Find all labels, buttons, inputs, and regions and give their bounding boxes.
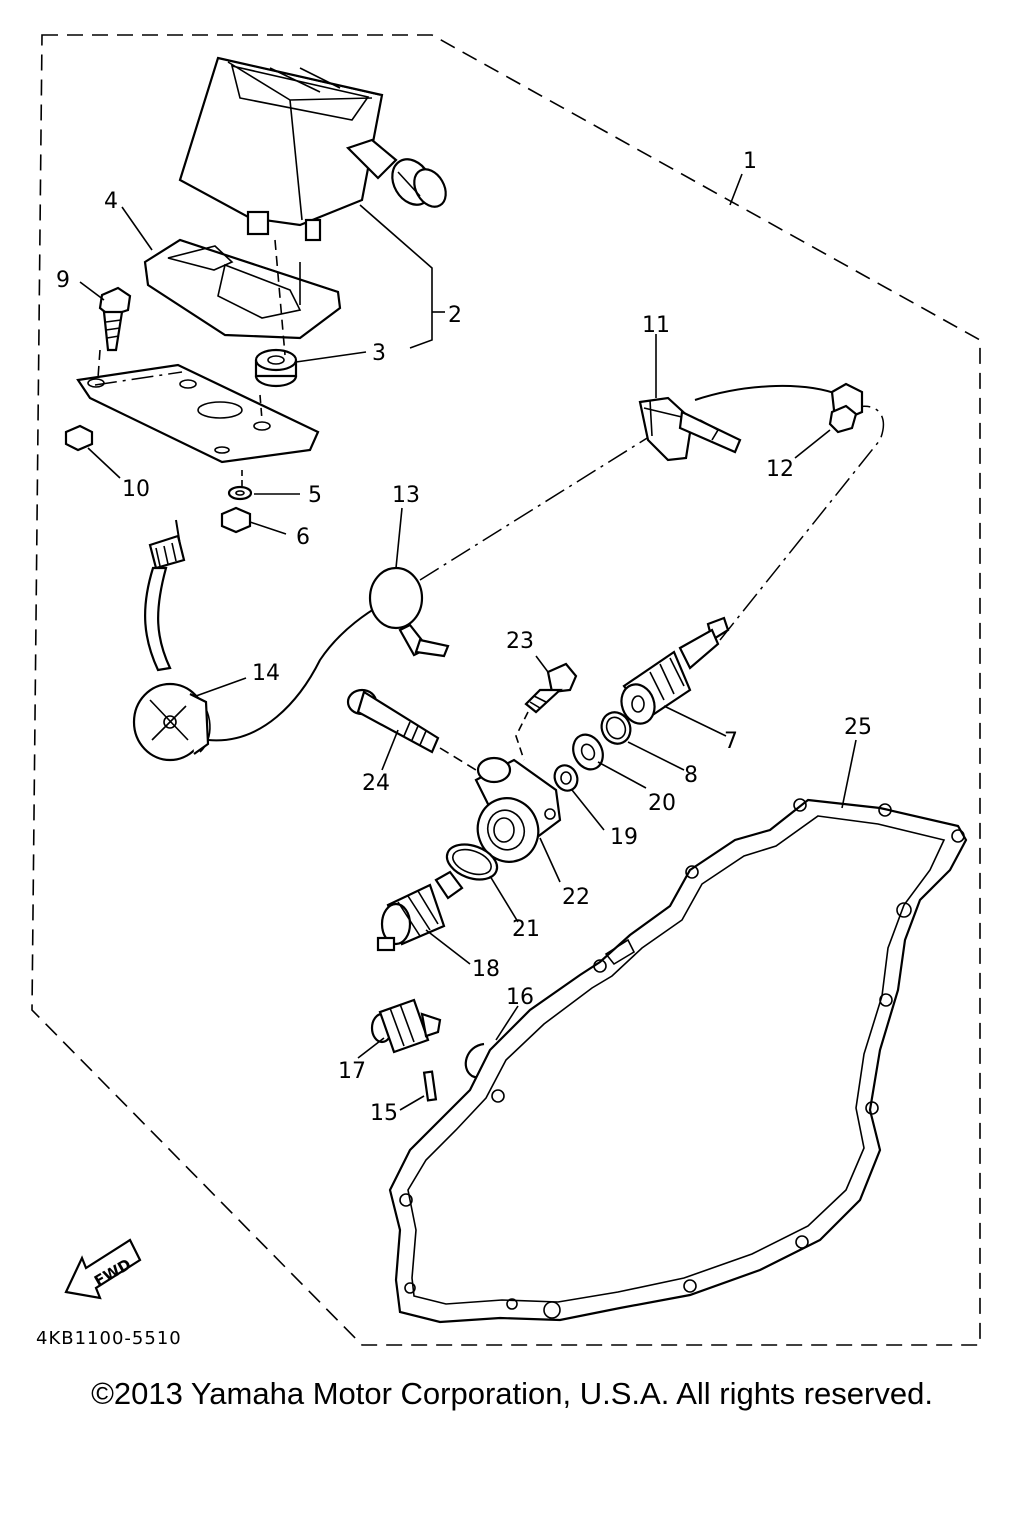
bolt-23 [515, 662, 578, 761]
label-part-1: 1 [743, 149, 757, 174]
nut-10 [64, 424, 94, 452]
diagram-code: 4KB1100-5510 [36, 1328, 182, 1349]
label-part-13: 13 [392, 483, 420, 508]
damper [254, 348, 298, 388]
label-part-24: 24 [362, 771, 390, 796]
label-part-6: 6 [296, 525, 310, 550]
drive-shaft-7 [620, 616, 730, 725]
leader-lines [79, 173, 857, 1111]
driven-gear-18 [376, 870, 464, 952]
label-part-3: 3 [372, 341, 386, 366]
meter-assembly [178, 56, 447, 242]
label-part-17: 17 [338, 1059, 366, 1084]
label-part-21: 21 [512, 917, 540, 942]
nut-6 [220, 506, 252, 534]
label-part-2: 2 [448, 303, 462, 328]
cable-band-11 [638, 384, 841, 462]
label-part-22: 22 [562, 885, 590, 910]
label-part-7: 7 [724, 729, 738, 754]
label-part-4: 4 [104, 189, 118, 214]
assembly-boundary [31, 34, 981, 1346]
meter-cable [132, 519, 391, 762]
label-part-8: 8 [684, 763, 698, 788]
cable-holder-12 [828, 382, 864, 434]
drive-gear-17 [370, 998, 442, 1054]
label-part-12: 12 [766, 457, 794, 482]
o-ring-21 [445, 843, 499, 881]
washer-5 [227, 485, 253, 501]
label-part-25: 25 [844, 715, 872, 740]
gear-housing-22 [474, 756, 562, 863]
label-part-15: 15 [370, 1101, 398, 1126]
washer-19 [553, 764, 579, 792]
bolt-24 [346, 688, 477, 771]
label-part-5: 5 [308, 483, 322, 508]
label-part-23: 23 [506, 629, 534, 654]
label-part-9: 9 [56, 268, 70, 293]
crankcase-gasket-25 [388, 798, 968, 1324]
mounting-plate [76, 363, 320, 464]
cable-clamp-13 [368, 566, 450, 658]
label-part-14: 14 [252, 661, 280, 686]
bolt-9 [98, 286, 132, 352]
part-labels: 1 2 3 4 5 6 7 8 9 10 11 12 13 14 15 16 1… [56, 149, 872, 1126]
label-part-16: 16 [506, 985, 534, 1010]
bearing-20 [572, 733, 604, 771]
label-part-18: 18 [472, 957, 500, 982]
label-part-20: 20 [648, 791, 676, 816]
label-part-10: 10 [122, 477, 150, 502]
meter-bracket [143, 238, 342, 340]
label-part-11: 11 [642, 313, 670, 338]
fwd-arrow-icon: FWD [64, 1238, 142, 1300]
label-part-19: 19 [610, 825, 638, 850]
copyright-notice: ©2013 Yamaha Motor Corporation, U.S.A. A… [91, 1376, 933, 1411]
pin-15 [422, 1070, 438, 1102]
